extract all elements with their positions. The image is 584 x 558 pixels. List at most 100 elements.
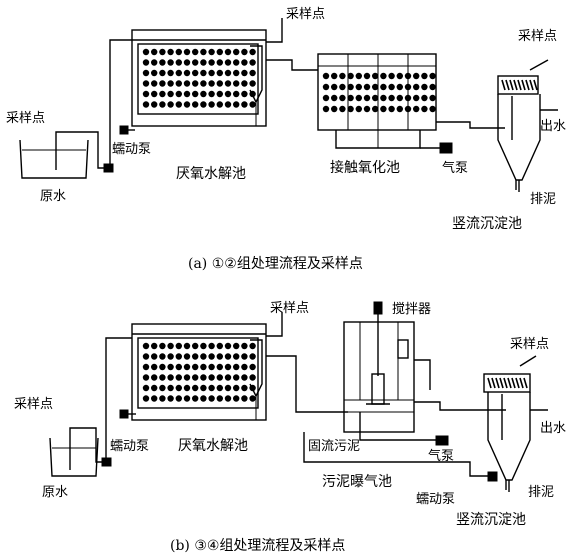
media-ball [175,353,182,360]
media-ball [200,363,207,371]
label-sample-point-clarifier-a: 采样点 [518,29,557,44]
media-ball [249,374,256,381]
weir-tooth [525,79,530,91]
media-ball [200,69,207,77]
media-ball [233,48,240,56]
media-ball [208,69,215,77]
media-ball [175,69,182,77]
media-ball [200,384,207,392]
media-ball [241,395,248,402]
feed-line-a [109,39,135,164]
media-ball [200,342,207,350]
media-ball [339,94,346,102]
media-ball [216,90,223,98]
weir-tooth [495,377,500,389]
media-ball [249,59,256,66]
label-vertical-clarifier-b: 竖流沉淀池 [456,512,526,528]
label-peristaltic-pump-b: 蠕动泵 [110,439,149,454]
media-ball [347,94,354,102]
media-ball [159,90,166,98]
label-aeration-tank-b: 污泥曝气池 [322,474,392,490]
label-mixer-b: 搅拌器 [392,301,431,317]
media-ball [183,353,191,360]
weir-tooth [513,79,518,91]
media-ball [233,342,240,350]
media-ball [363,105,371,113]
media-ball [167,80,174,87]
media-ball [167,90,174,98]
media-ball [331,94,338,102]
media-ball [183,363,191,371]
media-ball [167,374,174,381]
label-sample-point-raw-b: 采样点 [14,397,53,412]
media-ball [175,59,182,66]
media-ball [224,353,232,360]
media-ball [167,363,174,371]
media-ball [159,80,166,87]
media-ball [183,59,191,66]
media-ball [192,353,199,360]
media-ball [421,72,428,80]
raw-water-beaker-b [49,427,112,477]
media-ball [429,72,436,80]
media-ball [233,384,240,392]
media-ball [249,395,256,402]
label-sample-point-raw-a: 采样点 [6,111,45,126]
media-ball [159,353,166,360]
media-ball [331,83,338,91]
media-ball [396,72,403,80]
media-ball [192,48,199,56]
media-ball [175,363,182,371]
media-ball [413,72,420,80]
media-ball [142,101,150,108]
media-ball [396,105,403,113]
media-ball [208,353,215,360]
media-ball [216,342,223,350]
media-ball [241,59,248,66]
label-sludge-discharge-b: 排泥 [528,485,554,500]
pipe-aeration-to-clarifier-b [414,401,506,411]
weir-tooth [511,377,516,389]
media-ball [151,342,158,350]
media-ball [151,363,158,371]
label-raw-water-b: 原水 [42,485,68,500]
weir-tooth [507,377,512,389]
media-ball [151,80,158,87]
label-contact-oxidation-tank-a: 接触氧化池 [330,159,400,176]
weir-tooth [519,377,524,389]
media-ball [159,69,166,77]
media-ball [388,83,395,91]
pipe-anaerobic-to-oxidation-a [266,59,318,71]
media-ball [355,83,362,91]
media-ball [159,395,166,402]
media-ball [200,59,207,66]
media-ball [200,395,207,402]
media-ball [175,90,182,98]
media-ball [216,69,223,77]
weir-tooth [509,79,514,91]
media-ball [142,395,150,402]
media-ball [355,94,362,102]
weir-tooth [515,377,520,389]
media-ball [404,72,412,80]
media-ball [233,395,240,402]
raw-water-beaker-a [19,131,114,179]
media-ball [363,94,371,102]
media-ball [241,48,248,56]
media-ball [322,83,330,91]
media-ball [151,69,158,77]
media-ball [363,72,371,80]
media-ball [151,59,158,66]
media-ball [224,101,232,108]
media-ball [159,384,166,392]
vertical-clarifier-b [483,355,548,492]
media-ball [200,90,207,98]
weir-tooth [533,79,538,91]
anaerobic-tank-b [131,312,283,421]
label-raw-water-a: 原水 [40,189,66,204]
media-ball [167,395,174,402]
weir-tooth [501,79,506,91]
media-ball [183,90,191,98]
media-ball [216,395,223,402]
media-ball [175,374,182,381]
